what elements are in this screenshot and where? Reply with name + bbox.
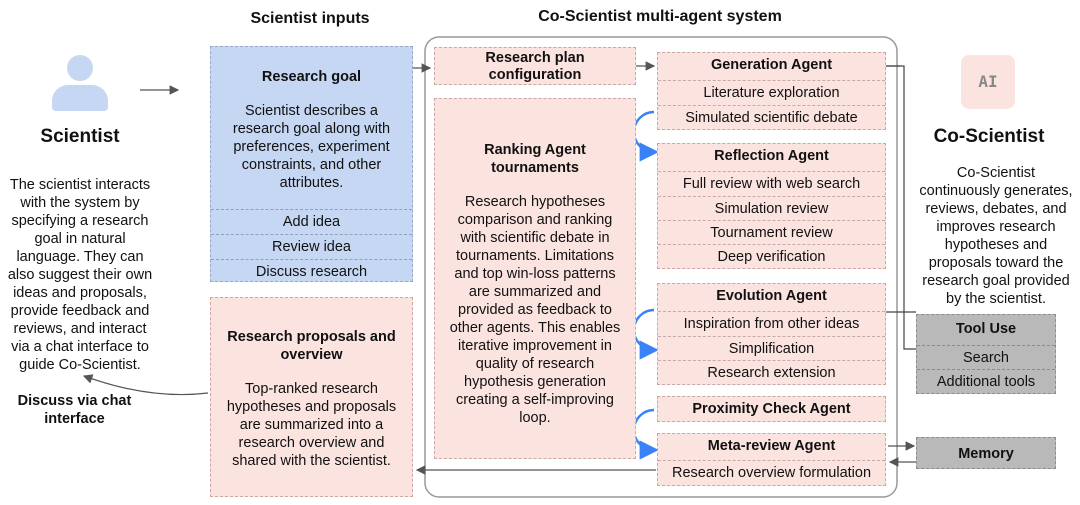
loop-icon-generation [632, 110, 659, 162]
reflection-item: Tournament review [658, 220, 885, 245]
add-idea-button[interactable]: Add idea [211, 209, 412, 234]
tool-use-title: Tool Use [955, 321, 1017, 337]
chat-interface-label: Discuss via chat interface [17, 393, 132, 427]
loop-icon-evolution [632, 308, 659, 360]
evolution-item: Simplification [658, 336, 885, 361]
generation-item: Simulated scientific debate [658, 105, 885, 130]
coscientist-description: Co-Scientist continuously generates, rev… [919, 165, 1073, 307]
generation-item: Literature exploration [658, 80, 885, 105]
research-goal-box: Research goal Scientist describes a rese… [210, 46, 413, 282]
proximity-agent-title: Proximity Check Agent [692, 401, 851, 417]
system-container [424, 36, 898, 498]
person-icon [52, 55, 108, 111]
meta-review-agent-box: Meta-review Agent Research overview form… [657, 433, 886, 486]
memory-box: Memory [916, 437, 1056, 469]
bracket-to-tool-use [886, 65, 916, 350]
generation-agent-title: Generation Agent [710, 57, 833, 73]
tool-use-box: Tool Use Search Additional tools [916, 314, 1056, 394]
proposals-title: Research proposals and overview [227, 329, 396, 363]
evolution-item: Research extension [658, 360, 885, 385]
discuss-research-button[interactable]: Discuss research [211, 259, 412, 284]
evolution-agent-title: Evolution Agent [716, 288, 827, 304]
scientist-title: Scientist [40, 126, 120, 147]
heading-multi-agent-system: Co-Scientist multi-agent system [538, 8, 782, 25]
research-plan-config-box: Research plan configuration [434, 47, 636, 85]
meta-review-agent-title: Meta-review Agent [707, 438, 836, 454]
ranking-description: Research hypotheses comparison and ranki… [449, 194, 621, 426]
ai-logo-text: AI [978, 72, 998, 91]
loop-icon-proximity [632, 408, 659, 460]
ai-logo-icon: AI [961, 55, 1015, 109]
reflection-item: Full review with web search [658, 171, 885, 196]
reflection-agent-title: Reflection Agent [714, 148, 829, 164]
reflection-agent-box: Reflection Agent Full review with web se… [657, 143, 886, 269]
ranking-agent-box: Ranking Agent tournaments Research hypot… [434, 98, 636, 459]
heading-scientist-inputs: Scientist inputs [250, 10, 370, 27]
reflection-item: Simulation review [658, 196, 885, 221]
meta-review-item: Research overview formulation [658, 460, 885, 485]
ranking-title: Ranking Agent tournaments [484, 142, 586, 176]
evolution-item: Inspiration from other ideas [658, 311, 885, 336]
evolution-agent-box: Evolution Agent Inspiration from other i… [657, 283, 886, 385]
tool-use-item: Additional tools [917, 369, 1055, 394]
research-proposals-box: Research proposals and overview Top-rank… [210, 297, 413, 497]
proximity-agent-box: Proximity Check Agent [657, 396, 886, 422]
research-goal-description: Scientist describes a research goal alon… [232, 103, 391, 191]
scientist-description: The scientist interacts with the system … [7, 177, 153, 373]
review-idea-button[interactable]: Review idea [211, 234, 412, 259]
tool-use-item: Search [917, 345, 1055, 370]
arrow-proposals-to-chat [82, 374, 209, 396]
proposals-description: Top-ranked research hypotheses and propo… [226, 381, 397, 469]
memory-title: Memory [958, 446, 1014, 462]
research-goal-title: Research goal [261, 69, 362, 85]
plan-config-title: Research plan configuration [485, 50, 585, 83]
generation-agent-box: Generation Agent Literature exploration … [657, 52, 886, 130]
reflection-item: Deep verification [658, 244, 885, 269]
coscientist-title: Co-Scientist [933, 126, 1045, 147]
